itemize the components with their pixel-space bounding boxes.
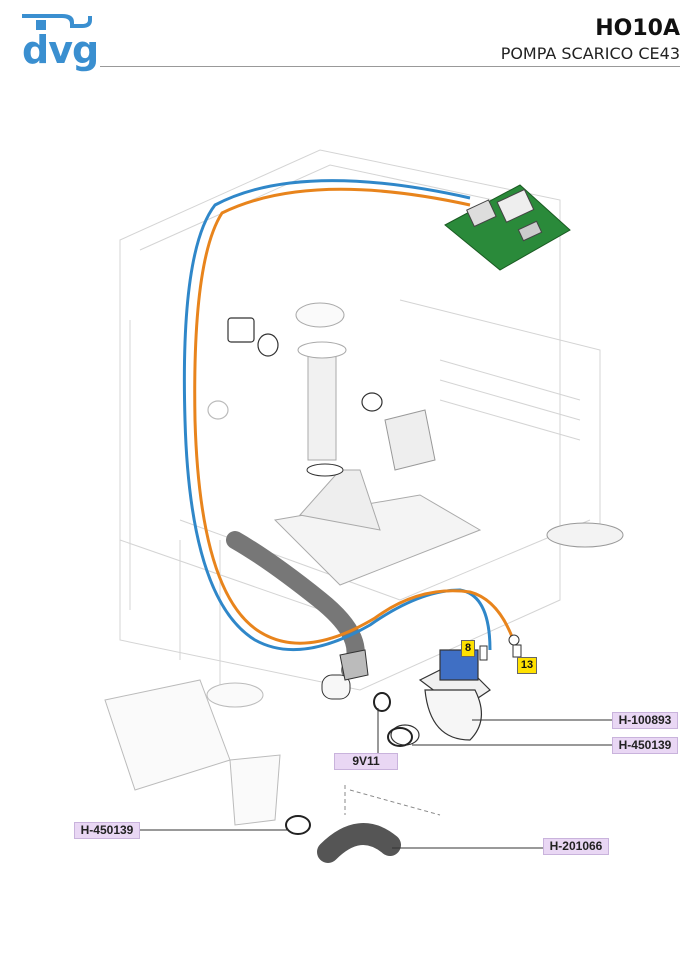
circulation-pump — [104, 679, 281, 826]
logo-text: dvg — [22, 28, 99, 72]
label-hose: H-201066 — [543, 838, 609, 855]
drain-hose-lower — [317, 823, 401, 863]
logo-mark-icon — [22, 14, 92, 30]
page-subtitle: POMPA SCARICO CE43 — [500, 44, 680, 63]
wire-tag-13: 13 — [517, 657, 537, 674]
wire-connectors — [479, 634, 522, 661]
control-board-pcb — [444, 184, 571, 271]
drain-hose-main — [226, 531, 365, 679]
model-code: HO10A — [595, 16, 680, 41]
hose-adapter — [321, 649, 369, 700]
label-pump: H-100893 — [612, 712, 678, 729]
leader-dashed — [349, 789, 441, 816]
water-softener — [384, 409, 624, 548]
drain-pump — [390, 649, 491, 746]
hose-clamps — [285, 692, 413, 835]
wire-orange — [193, 187, 517, 646]
label-clamp-right: H-450139 — [612, 737, 678, 754]
leader-lines — [138, 708, 612, 849]
wire-tag-8: 8 — [461, 640, 475, 657]
label-clamp-left: H-450139 — [74, 822, 140, 839]
filter-tray — [273, 302, 482, 586]
nut-gasket — [207, 317, 383, 420]
header-divider — [100, 66, 680, 67]
label-adapter: 9V11 — [334, 753, 398, 770]
